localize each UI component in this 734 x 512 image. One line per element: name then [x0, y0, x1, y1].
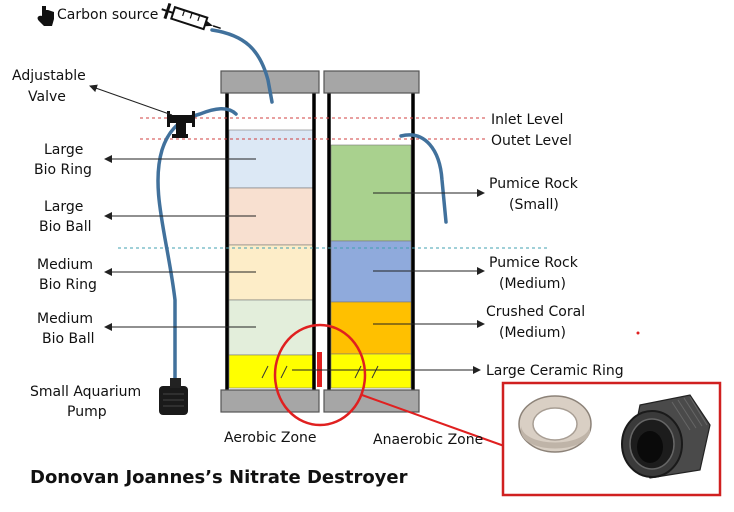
medium-bio-ball-label-line2: Bio Ball [42, 331, 94, 347]
anaerobic-zone-label: Anaerobic Zone [373, 432, 483, 448]
connector-highlight-circle [273, 323, 367, 427]
tube-walls [225, 92, 415, 390]
large-bio-ring-label-line1: Large [44, 142, 83, 158]
outlet-hose [399, 133, 448, 224]
carbon-hose [210, 28, 274, 104]
aerobic-bottom-cap [220, 389, 320, 413]
hand-cursor-icon [37, 6, 54, 26]
crushed-coral-label-line2: (Medium) [499, 325, 566, 341]
large-ceramic-ring-label: Large Ceramic Ring [486, 363, 624, 379]
anaerobic-layer-crushed-coral [330, 301, 412, 355]
callout-line [361, 394, 508, 448]
lock-nut-icon [518, 395, 592, 453]
pumice-medium-label-line1: Pumice Rock [489, 255, 579, 271]
medium-bio-ring-label-line1: Medium [37, 257, 93, 273]
ceramic-ring-hatch [261, 365, 379, 379]
anaerobic-bottom-cap [323, 389, 420, 413]
anaerobic-layer-ceramic-ring [330, 353, 412, 389]
medium-bio-ring-label-line2: Bio Ring [39, 277, 97, 293]
large-bio-ring-label-line2: Bio Ring [34, 162, 92, 178]
bulkhead-fitting-icon [621, 394, 711, 479]
carbon-source-label: Carbon source [57, 7, 158, 23]
aerobic-layer-ceramic-ring [228, 354, 314, 389]
syringe-icon [161, 2, 221, 31]
inlet-level-label: Inlet Level [491, 112, 563, 128]
large-bio-ball-label-line1: Large [44, 199, 83, 215]
anaerobic-top-cap [323, 70, 420, 94]
pumice-small-label-line2: (Small) [509, 197, 559, 213]
adjustable-valve-label-line1: Adjustable [12, 68, 86, 84]
pump-label-line2: Pump [67, 404, 107, 420]
aquarium-pump-icon [159, 378, 188, 415]
adjustable-valve-icon[interactable] [167, 111, 195, 138]
label-arrows [89, 84, 485, 374]
adjustable-valve-label-line2: Valve [28, 89, 66, 105]
pumice-small-label-line1: Pumice Rock [489, 176, 579, 192]
page-title: Donovan Joannes’s Nitrate Destroyer [30, 467, 408, 488]
outlet-level-label: Outet Level [491, 133, 572, 149]
medium-bio-ball-label-line1: Medium [37, 311, 93, 327]
pump-label-line1: Small Aquarium [30, 384, 141, 400]
stray-red-dot [636, 331, 640, 335]
hoses [156, 28, 448, 394]
large-bio-ball-label-line2: Bio Ball [39, 219, 91, 235]
aerobic-zone-label: Aerobic Zone [224, 430, 317, 446]
pump-hose [156, 107, 238, 394]
pumice-medium-label-line2: (Medium) [499, 276, 566, 292]
crushed-coral-label-line1: Crushed Coral [486, 304, 585, 320]
